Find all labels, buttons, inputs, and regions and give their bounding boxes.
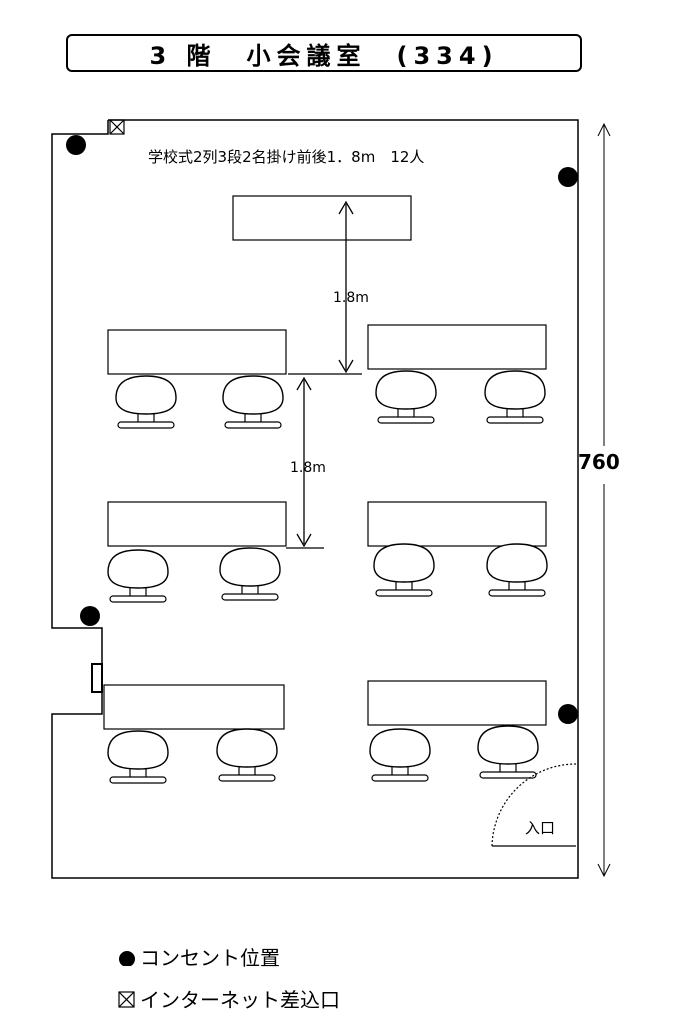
desk (107, 501, 287, 547)
legend-internet-label: インターネット差込口 (140, 988, 340, 1012)
chair (486, 543, 548, 597)
dimension-line (597, 122, 611, 878)
room-walls (51, 119, 579, 879)
outlet-icon (558, 704, 578, 724)
desk (107, 329, 287, 375)
chair (375, 370, 437, 424)
spacing-label-rear: 1.8m (290, 460, 326, 476)
desk (367, 680, 547, 726)
desks (103, 324, 547, 730)
outlet-icon (119, 950, 135, 966)
spacing-label-front: 1.8m (333, 290, 369, 306)
lectern-table (232, 195, 412, 241)
outlet-markers (66, 135, 578, 724)
outlet-icon (66, 135, 86, 155)
chair (107, 730, 169, 784)
entrance-door (491, 763, 577, 847)
desk (367, 324, 547, 370)
desk (103, 684, 285, 730)
spacing-arrow-front (288, 200, 362, 375)
internet-port-icon (118, 990, 135, 1008)
outlet-icon (80, 606, 100, 626)
spacing-arrow-rear (286, 376, 324, 549)
entrance-label: 入口 (525, 819, 555, 837)
chair (222, 375, 284, 429)
desk (367, 501, 547, 547)
internet-port-icon (109, 119, 125, 135)
chair (373, 543, 435, 597)
outlet-icon (558, 167, 578, 187)
chair (216, 728, 278, 782)
chair (115, 375, 177, 429)
layout-caption: 学校式2列3段2名掛け前後1．8m 12人 (148, 148, 424, 166)
legend-internet: インターネット差込口 (118, 984, 340, 1013)
dimension-label: 760 (578, 450, 620, 474)
legend-outlet-label: コンセント位置 (140, 946, 280, 970)
chair (484, 370, 546, 424)
chair (219, 547, 281, 601)
legend-outlet: コンセント位置 (118, 942, 280, 971)
chair (107, 549, 169, 603)
chair (477, 725, 539, 779)
pillar (91, 663, 103, 693)
room-title: 3 階 小会議室 (334) (66, 34, 582, 72)
chair (369, 728, 431, 782)
